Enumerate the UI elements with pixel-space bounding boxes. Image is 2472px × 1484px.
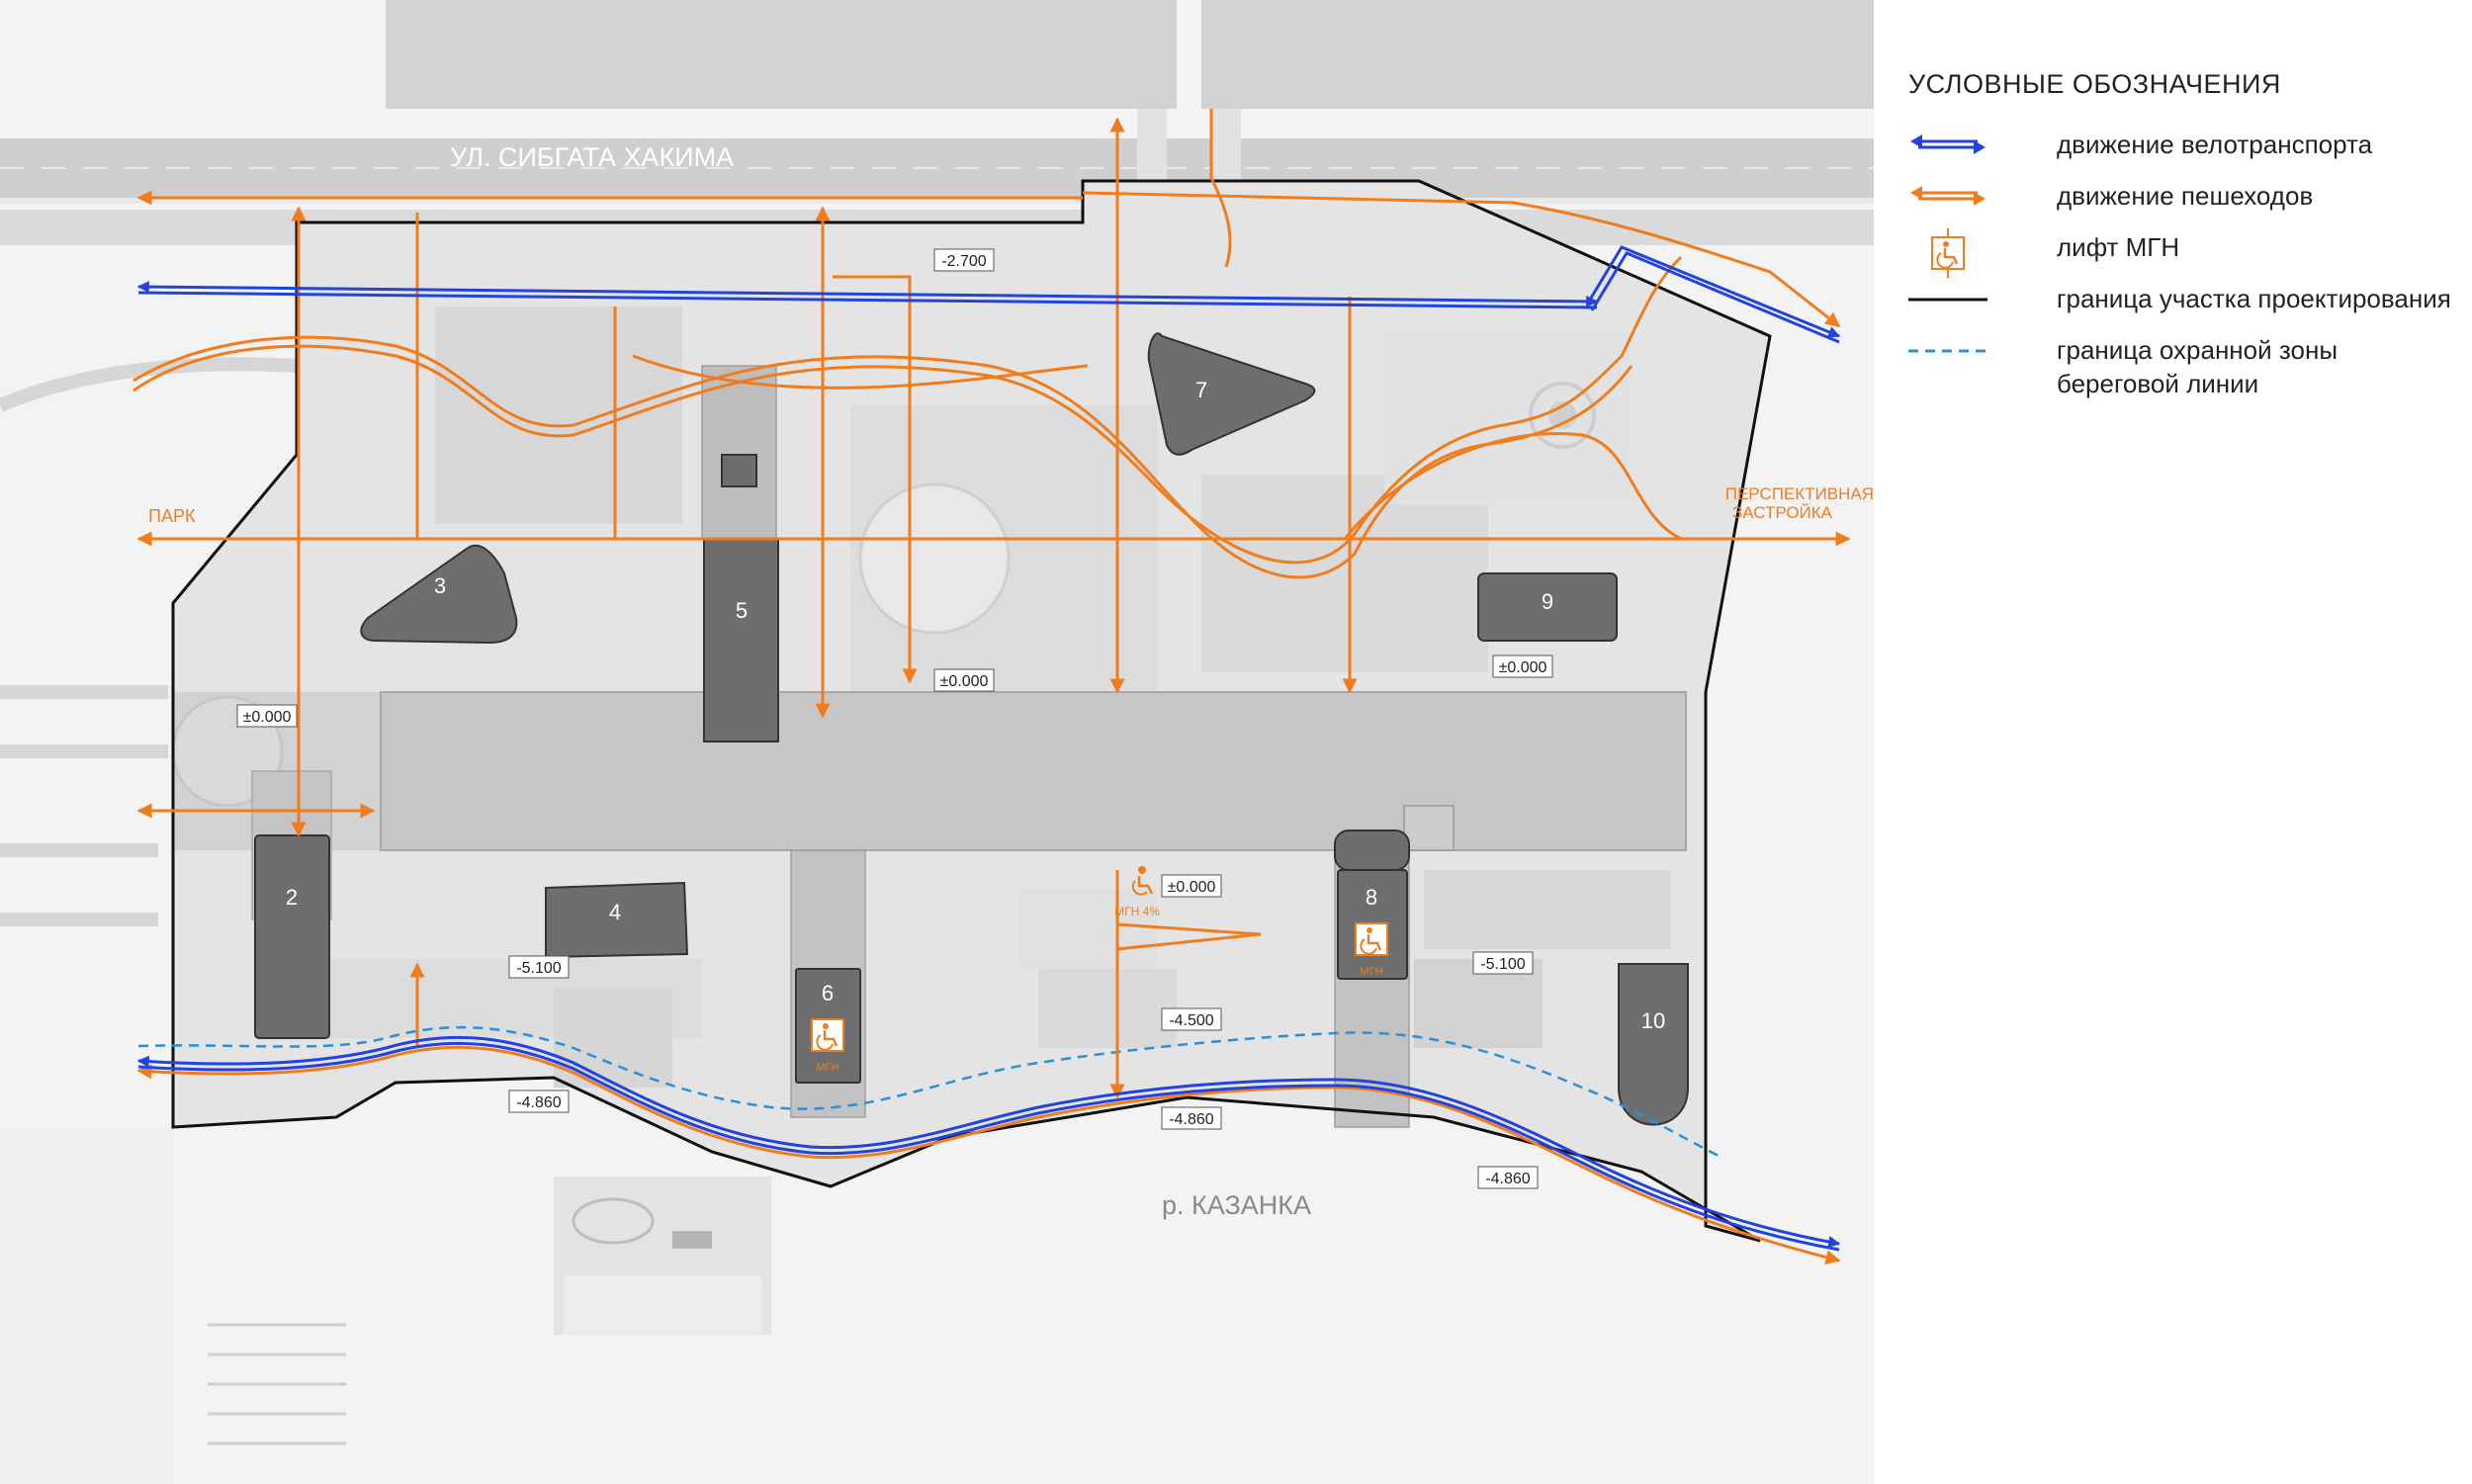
site-plan-map: 2 3 4 5 6 7 8 9 10 bbox=[0, 0, 1874, 1484]
dashed-blue-line-icon bbox=[1908, 331, 2057, 371]
building-number: 8 bbox=[1366, 885, 1377, 910]
pedestrian-routes bbox=[132, 109, 1851, 1266]
svg-text:-5.100: -5.100 bbox=[1480, 956, 1525, 973]
building-number: 3 bbox=[434, 573, 446, 598]
podium-bay-north bbox=[701, 365, 777, 540]
building-8-cap bbox=[1334, 829, 1410, 871]
building-number: 4 bbox=[609, 900, 621, 924]
svg-text:±0.000: ±0.000 bbox=[940, 673, 989, 690]
building-7 bbox=[1147, 332, 1316, 456]
legend-label-line-2: береговой линии bbox=[2057, 369, 2259, 398]
legend-label: лифт МГН bbox=[2057, 232, 2180, 262]
svg-text:-2.700: -2.700 bbox=[941, 253, 986, 270]
svg-text:-4.500: -4.500 bbox=[1169, 1012, 1213, 1029]
legend-item-pedestrian: движение пешеходов bbox=[1908, 177, 2462, 228]
double-arrow-orange-icon bbox=[1908, 177, 2057, 217]
building-9 bbox=[1477, 572, 1618, 642]
future-development-label-1: ПЕРСПЕКТИВНАЯ bbox=[1725, 484, 1874, 503]
building-3 bbox=[360, 544, 518, 645]
building-5 bbox=[703, 538, 779, 742]
svg-text:-4.860: -4.860 bbox=[1169, 1111, 1213, 1128]
building-2 bbox=[254, 834, 330, 1039]
legend-label: движение пешеходов bbox=[2057, 181, 2314, 211]
street-label: УЛ. СИБГАТА ХАКИМА bbox=[450, 142, 734, 172]
legend-label: граница участка проектирования bbox=[2057, 284, 2451, 313]
legend-label-multiline: граница охранной зоны береговой линии bbox=[2057, 331, 2338, 400]
svg-text:-4.860: -4.860 bbox=[516, 1094, 561, 1111]
svg-text:МГН: МГН bbox=[1360, 966, 1382, 978]
building-number: 6 bbox=[822, 981, 834, 1005]
svg-text:±0.000: ±0.000 bbox=[243, 709, 292, 726]
building-5-core bbox=[721, 454, 757, 487]
river-label: р. КАЗАНКА bbox=[1162, 1190, 1311, 1220]
svg-text:МГН: МГН bbox=[816, 1062, 839, 1074]
mgn-lift-8: МГН bbox=[1354, 921, 1389, 978]
svg-text:±0.000: ±0.000 bbox=[1168, 879, 1216, 896]
cycling-routes bbox=[136, 245, 1841, 1252]
mgn-lift-6: МГН bbox=[810, 1017, 845, 1074]
park-label: ПАРК bbox=[148, 506, 196, 526]
svg-text:-5.100: -5.100 bbox=[516, 960, 561, 977]
legend-title: УСЛОВНЫЕ ОБОЗНАЧЕНИЯ bbox=[1908, 69, 2281, 99]
legend-label-line-1: граница охранной зоны bbox=[2057, 335, 2339, 365]
svg-text:±0.000: ±0.000 bbox=[1499, 659, 1547, 676]
building-number: 9 bbox=[1542, 589, 1553, 614]
building-10 bbox=[1618, 963, 1689, 1126]
elevation-marks: -2.700 ±0.000 ±0.000 ±0.000 ±0.000 -5.10… bbox=[236, 248, 1553, 1189]
svg-text:МГН 4%: МГН 4% bbox=[1114, 905, 1160, 918]
future-development-label-2: ЗАСТРОЙКА bbox=[1732, 503, 1833, 522]
svg-text:-4.860: -4.860 bbox=[1485, 1171, 1530, 1187]
solid-black-line-icon bbox=[1908, 280, 2057, 319]
building-number: 2 bbox=[286, 885, 298, 910]
building-number: 5 bbox=[736, 598, 748, 623]
wheelchair-lift-icon bbox=[1908, 228, 2057, 278]
legend-item-protection-zone: граница охранной зоны береговой линии bbox=[1908, 331, 2462, 410]
double-arrow-blue-icon bbox=[1908, 126, 2057, 165]
stair-box bbox=[1403, 805, 1455, 851]
legend: УСЛОВНЫЕ ОБОЗНАЧЕНИЯ движение велотрансп… bbox=[1908, 69, 2462, 410]
park-roads bbox=[0, 357, 298, 926]
legend-item-boundary: граница участка проектирования bbox=[1908, 280, 2462, 331]
building-4 bbox=[545, 881, 689, 959]
building-number: 7 bbox=[1195, 378, 1207, 402]
legend-item-cycling: движение велотранспорта bbox=[1908, 126, 2462, 177]
legend-item-lift: лифт МГН bbox=[1908, 228, 2462, 280]
legend-label: движение велотранспорта bbox=[2057, 130, 2373, 159]
mgn-ramp-marker: МГН 4% bbox=[1114, 866, 1160, 918]
central-podium bbox=[380, 691, 1687, 851]
building-number: 10 bbox=[1641, 1008, 1665, 1033]
